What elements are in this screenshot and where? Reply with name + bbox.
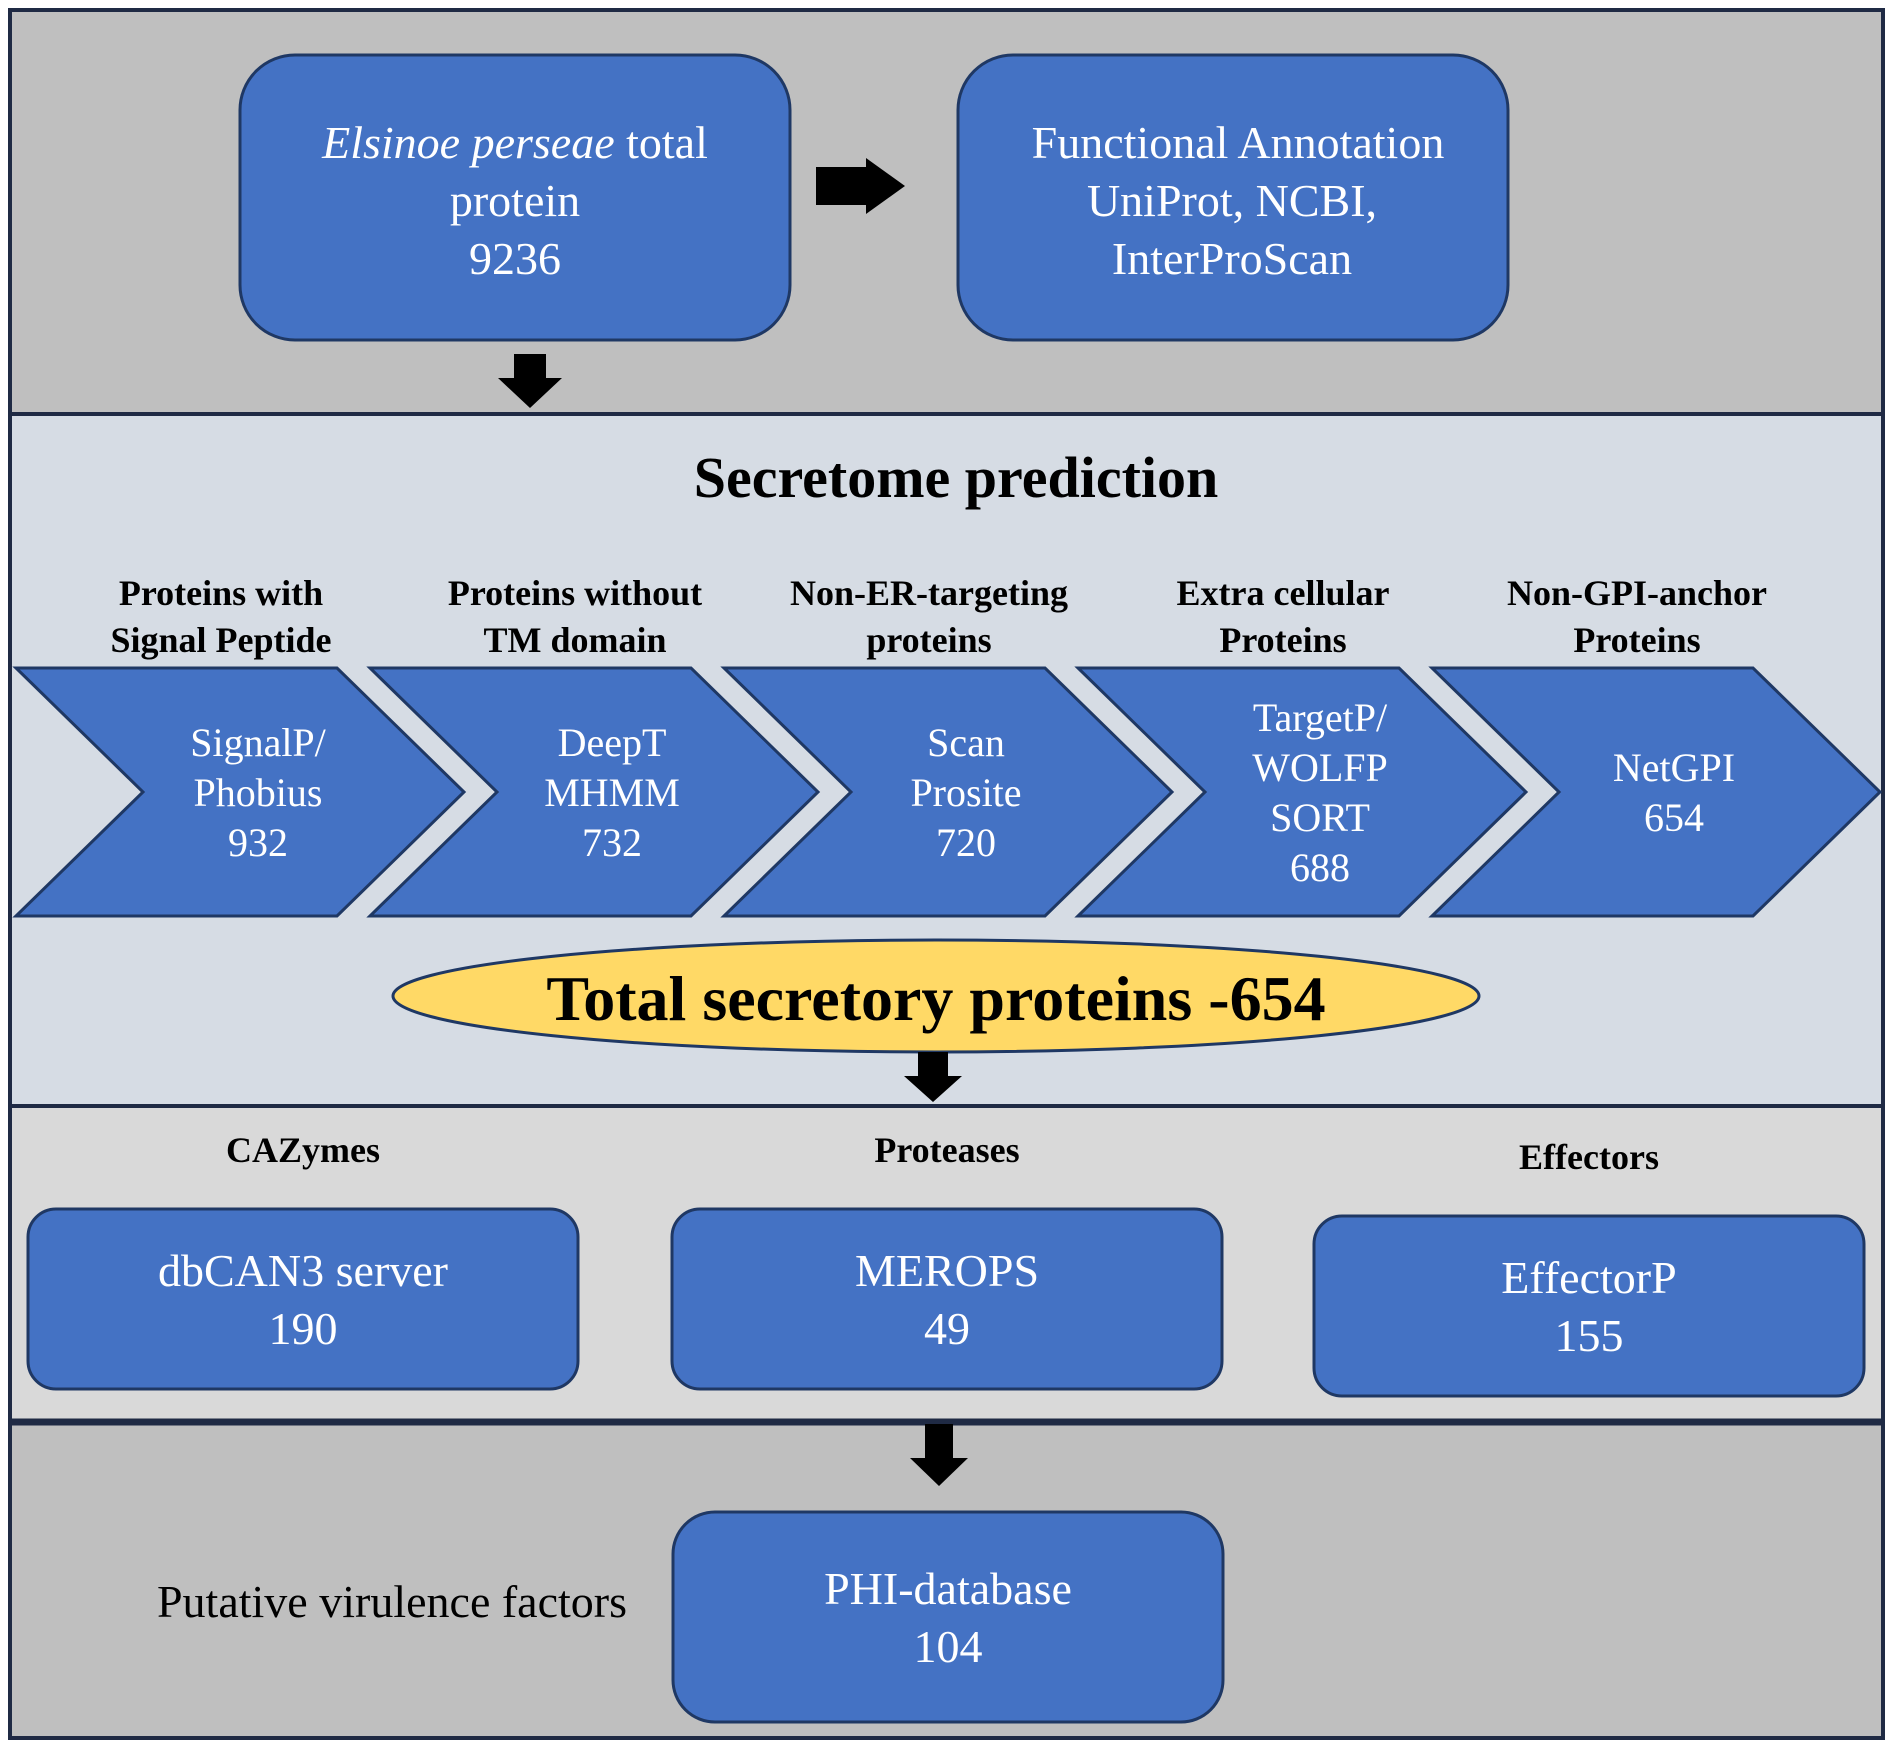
step-heading-line: proteins (866, 620, 991, 660)
annotation-line2: UniProt, NCBI, (1087, 175, 1377, 226)
step-count: 688 (1290, 845, 1350, 890)
category-cazymes: CAZymes dbCAN3 server 190 (26, 1130, 580, 1391)
category-count: 49 (924, 1303, 970, 1354)
step-heading-line: Extra cellular (1177, 573, 1390, 613)
step-heading-line: Proteins (1573, 620, 1700, 660)
category-tool: dbCAN3 server (158, 1245, 448, 1296)
category-heading: CAZymes (226, 1130, 380, 1170)
step-count: 732 (582, 820, 642, 865)
chevron-shape (1428, 666, 1883, 918)
step-tool-line: SignalP/ (190, 720, 326, 765)
chevron-shape (12, 666, 467, 918)
phi-database-box: PHI-database 104 (671, 1510, 1225, 1724)
step-heading-line: Non-ER-targeting (790, 573, 1068, 613)
input-line1-rest: total (615, 117, 708, 168)
down-arrow-icon (910, 1424, 968, 1486)
category-heading: Effectors (1519, 1137, 1659, 1177)
step-count: 932 (228, 820, 288, 865)
secretome-title: Secretome prediction (694, 445, 1219, 510)
input-protein-box: Elsinoe perseae total protein 9236 (238, 53, 792, 342)
step-heading-line: Signal Peptide (110, 620, 331, 660)
step-heading-line: Proteins (1219, 620, 1346, 660)
step-tool-line: Prosite (910, 770, 1021, 815)
step-tool-line: WOLFP (1252, 745, 1388, 790)
step-heading-line: Non-GPI-anchor (1507, 573, 1767, 613)
category-count: 190 (269, 1303, 338, 1354)
step-tool-line: DeepT (558, 720, 667, 765)
species-name: Elsinoe perseae (321, 117, 615, 168)
virulence-label: Putative virulence factors (157, 1576, 627, 1627)
phi-tool: PHI-database (824, 1563, 1072, 1614)
step-heading-line: Proteins with (119, 573, 323, 613)
down-arrow-icon (904, 1052, 962, 1102)
down-arrow-icon (498, 354, 562, 408)
step-tool-line: SORT (1270, 795, 1370, 840)
total-secretory-label: Total secretory proteins -654 (546, 963, 1325, 1034)
category-box (670, 1207, 1224, 1391)
input-line2: protein (450, 175, 580, 226)
step-tool-line: Scan (927, 720, 1005, 765)
step-tool-line: Phobius (194, 770, 323, 815)
category-box (26, 1207, 580, 1391)
step-heading-line: TM domain (483, 620, 666, 660)
total-secretory-ellipse: Total secretory proteins -654 (391, 938, 1481, 1054)
svg-text:Elsinoe perseae total: Elsinoe perseae total (321, 117, 708, 168)
category-heading: Proteases (874, 1130, 1019, 1170)
step-count: 720 (936, 820, 996, 865)
chevron-shape (720, 666, 1175, 918)
outer-border (8, 8, 1885, 1740)
annotation-line3: InterProScan (1112, 233, 1352, 284)
chevron-shape (366, 666, 821, 918)
category-tool: MEROPS (855, 1245, 1039, 1296)
annotation-line1: Functional Annotation (1032, 117, 1445, 168)
right-arrow-icon (816, 158, 905, 214)
step-count: 654 (1644, 795, 1704, 840)
step-tool-line: TargetP/ (1253, 695, 1388, 740)
step-tool-line: MHMM (544, 770, 680, 815)
step-tool-line: NetGPI (1613, 745, 1735, 790)
category-box (1312, 1214, 1866, 1398)
input-count: 9236 (469, 233, 561, 284)
step-heading-line: Proteins without (448, 573, 702, 613)
chevron-shape (1074, 666, 1529, 918)
phi-count: 104 (914, 1621, 983, 1672)
functional-annotation-box: Functional Annotation UniProt, NCBI, Int… (956, 53, 1510, 342)
category-tool: EffectorP (1501, 1252, 1676, 1303)
category-count: 155 (1555, 1310, 1624, 1361)
